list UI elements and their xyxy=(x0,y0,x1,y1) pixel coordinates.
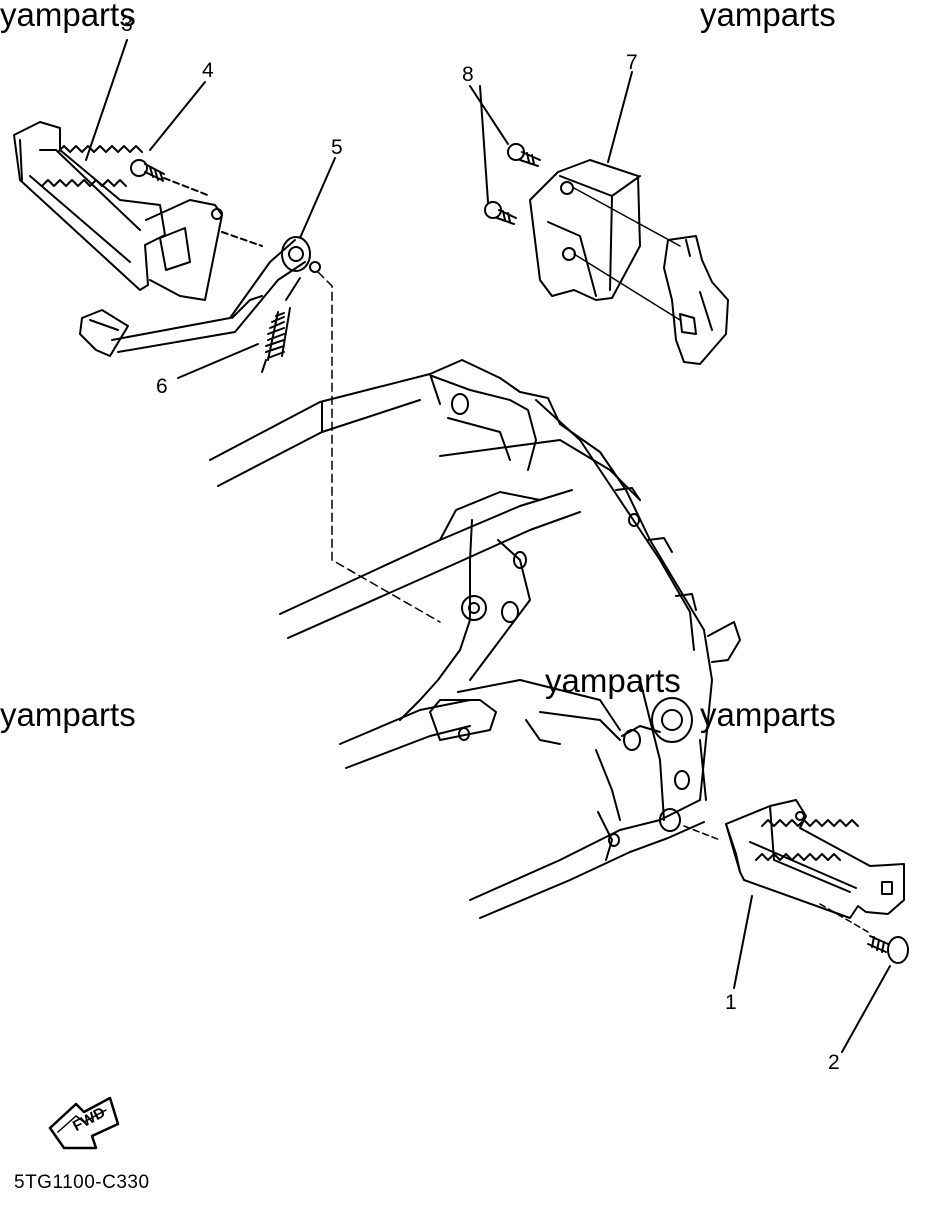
leader-5-dash xyxy=(221,231,263,247)
leader-7 xyxy=(607,71,633,163)
leader-6b xyxy=(285,277,301,301)
cover-line-1 xyxy=(573,187,681,247)
fwd-arrow-icon xyxy=(48,1096,120,1150)
part-6-spring[interactable] xyxy=(261,307,291,373)
leader-5 xyxy=(299,157,336,239)
cover-mount-bracket xyxy=(663,235,729,365)
callout-6[interactable]: 6 xyxy=(156,375,168,398)
callout-3[interactable]: 3 xyxy=(121,13,133,36)
leader-3 xyxy=(85,39,128,161)
callout-7[interactable]: 7 xyxy=(626,51,638,74)
part-7-cover[interactable] xyxy=(529,159,641,301)
leader-6 xyxy=(177,343,259,379)
assembly-line-bolt xyxy=(819,903,869,933)
watermark-center: yamparts xyxy=(545,662,681,699)
watermark-mid-left: yamparts xyxy=(0,696,136,733)
callout-1[interactable]: 1 xyxy=(725,991,737,1014)
assembly-line-left xyxy=(317,271,441,623)
assembly-line-right xyxy=(683,825,721,841)
leader-1 xyxy=(733,895,753,989)
part-3-footrest-left[interactable] xyxy=(13,121,223,301)
watermark-top-left: yamparts xyxy=(0,0,136,33)
cover-line-2 xyxy=(573,253,681,321)
part-2-bolt[interactable] xyxy=(867,935,909,964)
callout-2[interactable]: 2 xyxy=(828,1051,840,1074)
leader-4 xyxy=(149,81,206,151)
diagram-code: 5TG1100-C330 xyxy=(14,1172,150,1193)
part-5-brake-pedal[interactable] xyxy=(79,236,321,357)
part-1-footrest-right[interactable] xyxy=(725,799,905,919)
callout-5[interactable]: 5 xyxy=(331,136,343,159)
callout-4[interactable]: 4 xyxy=(202,59,214,82)
leader-2 xyxy=(841,965,891,1053)
watermark-top-right: yamparts xyxy=(700,0,836,33)
frame-chassis xyxy=(209,359,741,919)
leader-4-dash xyxy=(163,177,211,197)
callout-8[interactable]: 8 xyxy=(462,63,474,86)
part-4-bolt[interactable] xyxy=(130,159,165,182)
part-8-bolts[interactable] xyxy=(484,143,541,225)
leader-8 xyxy=(469,85,509,203)
watermark-mid-right: yamparts xyxy=(700,696,836,733)
